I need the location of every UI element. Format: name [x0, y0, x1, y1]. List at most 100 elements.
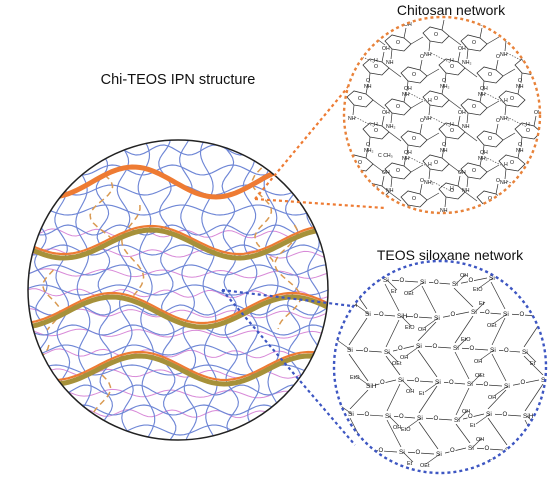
atom-backdrop — [398, 447, 408, 456]
atom-label: OH — [488, 395, 496, 401]
atom-label: EtO — [405, 325, 415, 331]
substituent-bond — [402, 451, 414, 463]
siloxane-bond — [523, 355, 544, 376]
atom-label: O — [496, 118, 500, 124]
blue-mesh-line — [137, 140, 156, 440]
atom-label: O — [379, 312, 384, 318]
atom-backdrop — [540, 375, 546, 384]
bond — [368, 196, 371, 208]
teos-strand — [28, 294, 328, 330]
atom-label: O — [365, 412, 370, 418]
atom-label: O — [420, 118, 424, 124]
atom-backdrop — [383, 347, 393, 356]
atom-label: OH — [460, 273, 468, 279]
blue-mesh-line — [28, 344, 328, 356]
blue-mesh-line — [305, 140, 324, 440]
atom-label: O — [374, 128, 378, 134]
glycosidic-bond — [388, 191, 402, 202]
atom-label: O — [450, 64, 454, 70]
atom-label: OH — [400, 355, 408, 361]
atom-label: O — [434, 280, 439, 286]
atom-label: O — [363, 276, 368, 282]
atom-label: EtO — [350, 375, 360, 381]
bond-gap — [398, 412, 405, 419]
atom-label: H — [428, 162, 432, 168]
glycosidic-bond — [388, 67, 402, 78]
bond-gap — [469, 344, 475, 351]
atom-label: O — [415, 378, 420, 384]
bond-gap — [378, 446, 384, 453]
bond — [419, 183, 423, 195]
bond — [428, 40, 431, 52]
atom-label: O — [400, 278, 405, 284]
bond — [368, 72, 371, 84]
atom-label: Si — [521, 277, 527, 284]
atom-label: O — [442, 142, 446, 148]
atom-backdrop — [503, 381, 513, 390]
glycosidic-bond — [464, 131, 478, 142]
atom-label: O — [442, 14, 446, 20]
atom-label: OEt — [487, 323, 497, 329]
atom-backdrop — [396, 311, 406, 320]
atom-label: OH — [458, 170, 466, 176]
atom-backdrop — [419, 277, 429, 286]
bond — [365, 147, 369, 159]
atom-backdrop — [416, 413, 426, 422]
atom-label: NH₂ — [402, 216, 412, 222]
substituent-bond — [471, 437, 483, 449]
glycosidic-bond — [464, 191, 478, 202]
atom-label: OH — [404, 150, 412, 156]
bond — [482, 144, 485, 156]
substituent-bond — [406, 417, 422, 429]
glycosidic-bond — [410, 100, 424, 109]
atom-backdrop — [467, 443, 477, 452]
bond — [419, 123, 423, 135]
atom-label: OH — [545, 461, 550, 467]
substituent-bond — [470, 373, 482, 385]
atom-label: O — [504, 348, 509, 354]
siloxane-bond — [490, 281, 506, 310]
atom-label: O — [412, 196, 416, 202]
atom-label: O — [503, 412, 508, 418]
bond-gap — [503, 346, 510, 353]
bond — [441, 147, 445, 159]
atom-label: O — [434, 160, 438, 166]
siloxane-bond — [348, 353, 369, 382]
dashed-chain — [251, 159, 275, 265]
glycosidic-bond — [448, 99, 462, 110]
substituent-bond — [455, 273, 467, 285]
blue-mesh-line — [28, 324, 328, 336]
atom-label: O — [412, 136, 416, 142]
bond-gap — [467, 412, 474, 419]
hydrogen-bond — [430, 180, 452, 192]
atom-backdrop — [364, 309, 374, 318]
atom-label: O — [520, 312, 525, 318]
substituent-bond — [335, 267, 351, 279]
atom-label: NH — [500, 52, 508, 58]
atom-label: SiH — [366, 383, 377, 390]
bond-gap — [432, 342, 438, 349]
atom-backdrop — [521, 347, 531, 356]
atom-label: H — [526, 122, 530, 128]
teos-connector-top — [221, 288, 353, 308]
atom-label: Si — [365, 311, 371, 318]
bond — [403, 155, 407, 167]
blue-mesh-line — [94, 140, 114, 440]
blue-mesh-line — [28, 364, 328, 376]
bond — [466, 176, 469, 188]
dashed-chain — [89, 174, 116, 244]
atom-label: O — [416, 450, 421, 456]
bond — [428, 104, 431, 116]
blue-mesh-line — [28, 204, 328, 216]
atom-backdrop — [397, 375, 407, 384]
bond — [444, 136, 447, 148]
atom-backdrop — [489, 345, 499, 354]
atom-label: H — [428, 222, 432, 228]
atom-label: O — [451, 312, 456, 318]
atom-label: Si — [452, 281, 458, 288]
atom-label: O — [485, 310, 490, 316]
blue-mesh-line — [28, 284, 328, 296]
atom-label: O — [518, 142, 522, 148]
atom-label: Et — [479, 301, 485, 307]
atom-label: Si — [454, 417, 460, 424]
